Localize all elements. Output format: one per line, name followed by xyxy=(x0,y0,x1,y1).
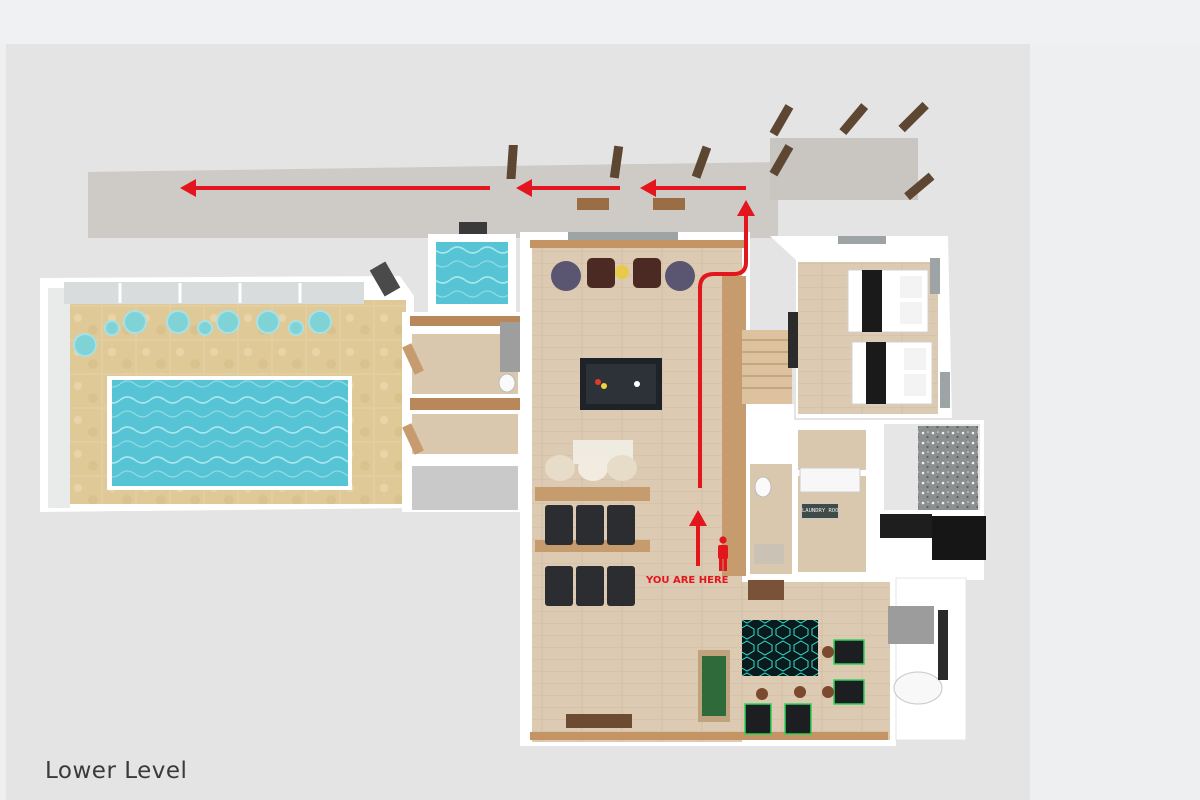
bar-counter xyxy=(535,487,650,501)
deck-posts xyxy=(506,101,935,201)
person-figure-icon xyxy=(718,536,728,571)
theater-recliners xyxy=(545,505,635,606)
beds xyxy=(847,269,933,405)
pool-chairs xyxy=(73,310,332,357)
level-caption: Lower Level xyxy=(45,758,188,784)
cafe-seating xyxy=(545,440,637,481)
bathroom-block xyxy=(402,312,540,512)
you-are-here-label: YOU ARE HERE xyxy=(646,575,729,586)
route-arrows xyxy=(180,179,755,566)
patio-benches xyxy=(459,198,685,234)
swimming-pool xyxy=(112,380,348,486)
laundry-room-sign: LAUNDRY ROOM xyxy=(801,503,839,519)
patio-door xyxy=(369,261,401,297)
arcade-machines xyxy=(744,639,865,735)
laundry-and-bath xyxy=(748,420,986,741)
hot-tub xyxy=(428,234,516,312)
lounge-chairs xyxy=(551,258,695,291)
pool-table xyxy=(580,358,662,410)
tv-console xyxy=(566,714,632,728)
outdoor-patio xyxy=(88,138,918,238)
game-room xyxy=(520,232,896,746)
bedroom xyxy=(770,236,952,418)
hex-rug xyxy=(742,620,818,676)
pool-area xyxy=(40,276,414,512)
foosball-table xyxy=(698,650,730,722)
